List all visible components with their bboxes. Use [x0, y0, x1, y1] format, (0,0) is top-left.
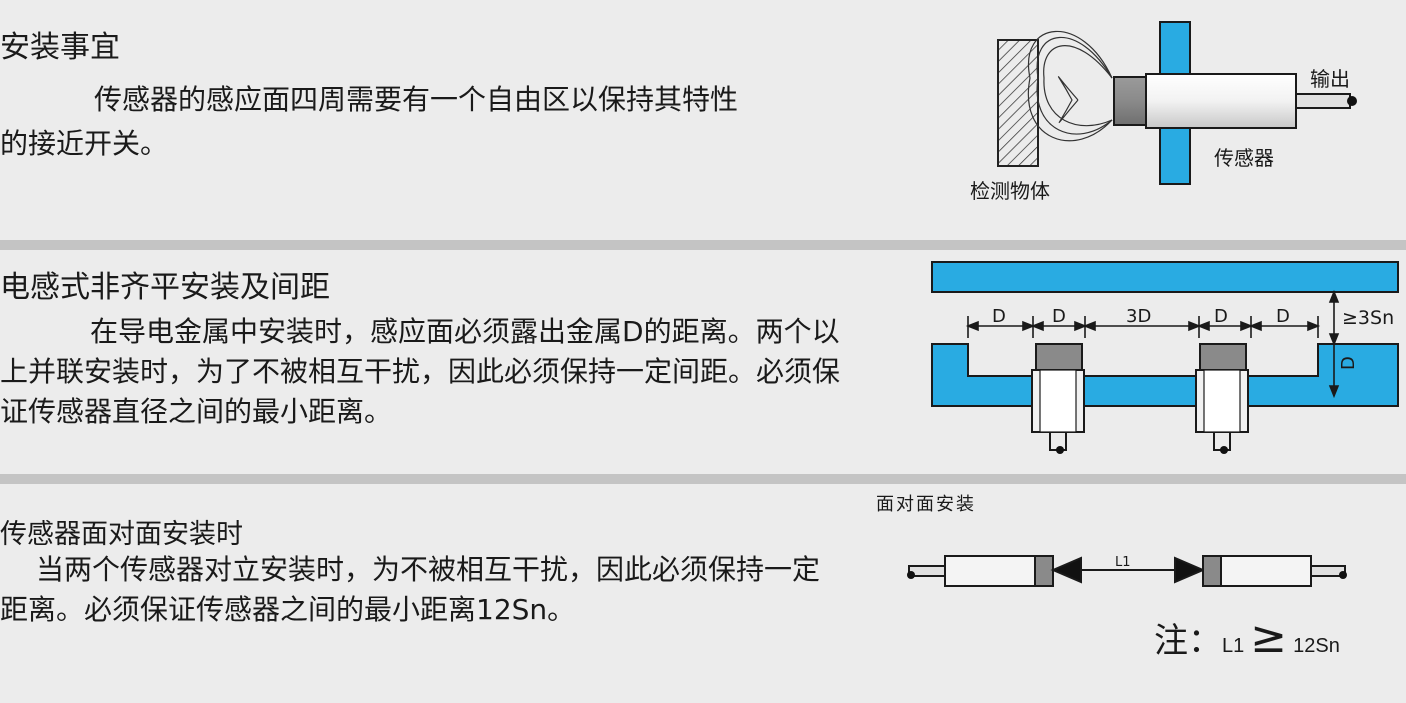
dim-label-d1: D — [992, 306, 1006, 327]
left-sensor-body — [944, 555, 1036, 587]
mounting-diagram: 输出 传感器 检测物体 — [970, 21, 1357, 203]
right-sensor-face — [1202, 555, 1222, 587]
note-l1: L1 — [1222, 635, 1245, 657]
non-flush-diagram: D D 3D D D ≥3Sn D — [931, 261, 1399, 454]
lower-metal-plate — [931, 343, 1399, 407]
non-flush-text-line2: 上并联安装时，为了不被相互干扰，因此必须保持一定间距。必须保 — [0, 355, 841, 388]
dim-label-d2: D — [1052, 306, 1066, 327]
dim-label-3d: 3D — [1126, 306, 1151, 327]
divider-1 — [0, 240, 1406, 250]
detected-object — [997, 39, 1039, 167]
label-detected-object: 检测物体 — [970, 179, 1050, 203]
mounting-text-line2: 的接近开关。 — [0, 127, 169, 160]
dim-label-d4: D — [1276, 306, 1290, 327]
dim-label-vertical-d: D — [1338, 356, 1359, 370]
heading-mounting: 安装事宜 — [0, 30, 120, 65]
upper-metal-plate — [931, 261, 1399, 293]
heading-non-flush: 电感式非齐平安装及间距 — [0, 270, 330, 305]
sensor-right — [1195, 343, 1249, 454]
face-to-face-diagram: L1 — [907, 555, 1347, 587]
distance-arrow-l1 — [1050, 556, 1206, 584]
right-sensor-body — [1220, 555, 1312, 587]
note-ge-symbol: ≥ — [1250, 612, 1288, 663]
mounting-text-line1: 传感器的感应面四周需要有一个自由区以保持其特性 — [94, 83, 739, 116]
sensor-left — [1031, 343, 1085, 454]
label-sensor: 传感器 — [1214, 146, 1274, 170]
face-to-face-diagram-title: 面对面安装 — [876, 494, 976, 515]
arrow-label-l1: L1 — [1115, 555, 1131, 570]
sensing-face — [1113, 76, 1147, 126]
note-value: 12Sn — [1293, 635, 1340, 657]
divider-2 — [0, 474, 1406, 484]
note-min-distance: 注：L1≥12Sn — [1154, 612, 1340, 663]
magnetic-field-lines — [1027, 30, 1113, 142]
face-to-face-text-line2: 距离。必须保证传感器之间的最小距离12Sn。 — [0, 593, 576, 626]
heading-face-to-face: 传感器面对面安装时 — [0, 519, 243, 550]
sensor-body — [1145, 73, 1297, 129]
dim-label-3sn: ≥3Sn — [1342, 307, 1394, 329]
note-prefix: 注： — [1154, 621, 1222, 661]
left-sensor-face — [1034, 555, 1054, 587]
cable-end-dot — [1347, 96, 1357, 106]
dimension-line — [965, 289, 1340, 399]
label-output: 输出 — [1310, 67, 1350, 91]
output-cable — [1293, 93, 1351, 109]
non-flush-text-line1: 在导电金属中安装时，感应面必须露出金属D的距离。两个以 — [90, 315, 840, 348]
dim-label-d3: D — [1214, 306, 1228, 327]
non-flush-text-line3: 证传感器直径之间的最小距离。 — [0, 395, 393, 428]
face-to-face-text-line1: 当两个传感器对立安装时，为不被相互干扰，因此必须保持一定 — [36, 553, 821, 586]
